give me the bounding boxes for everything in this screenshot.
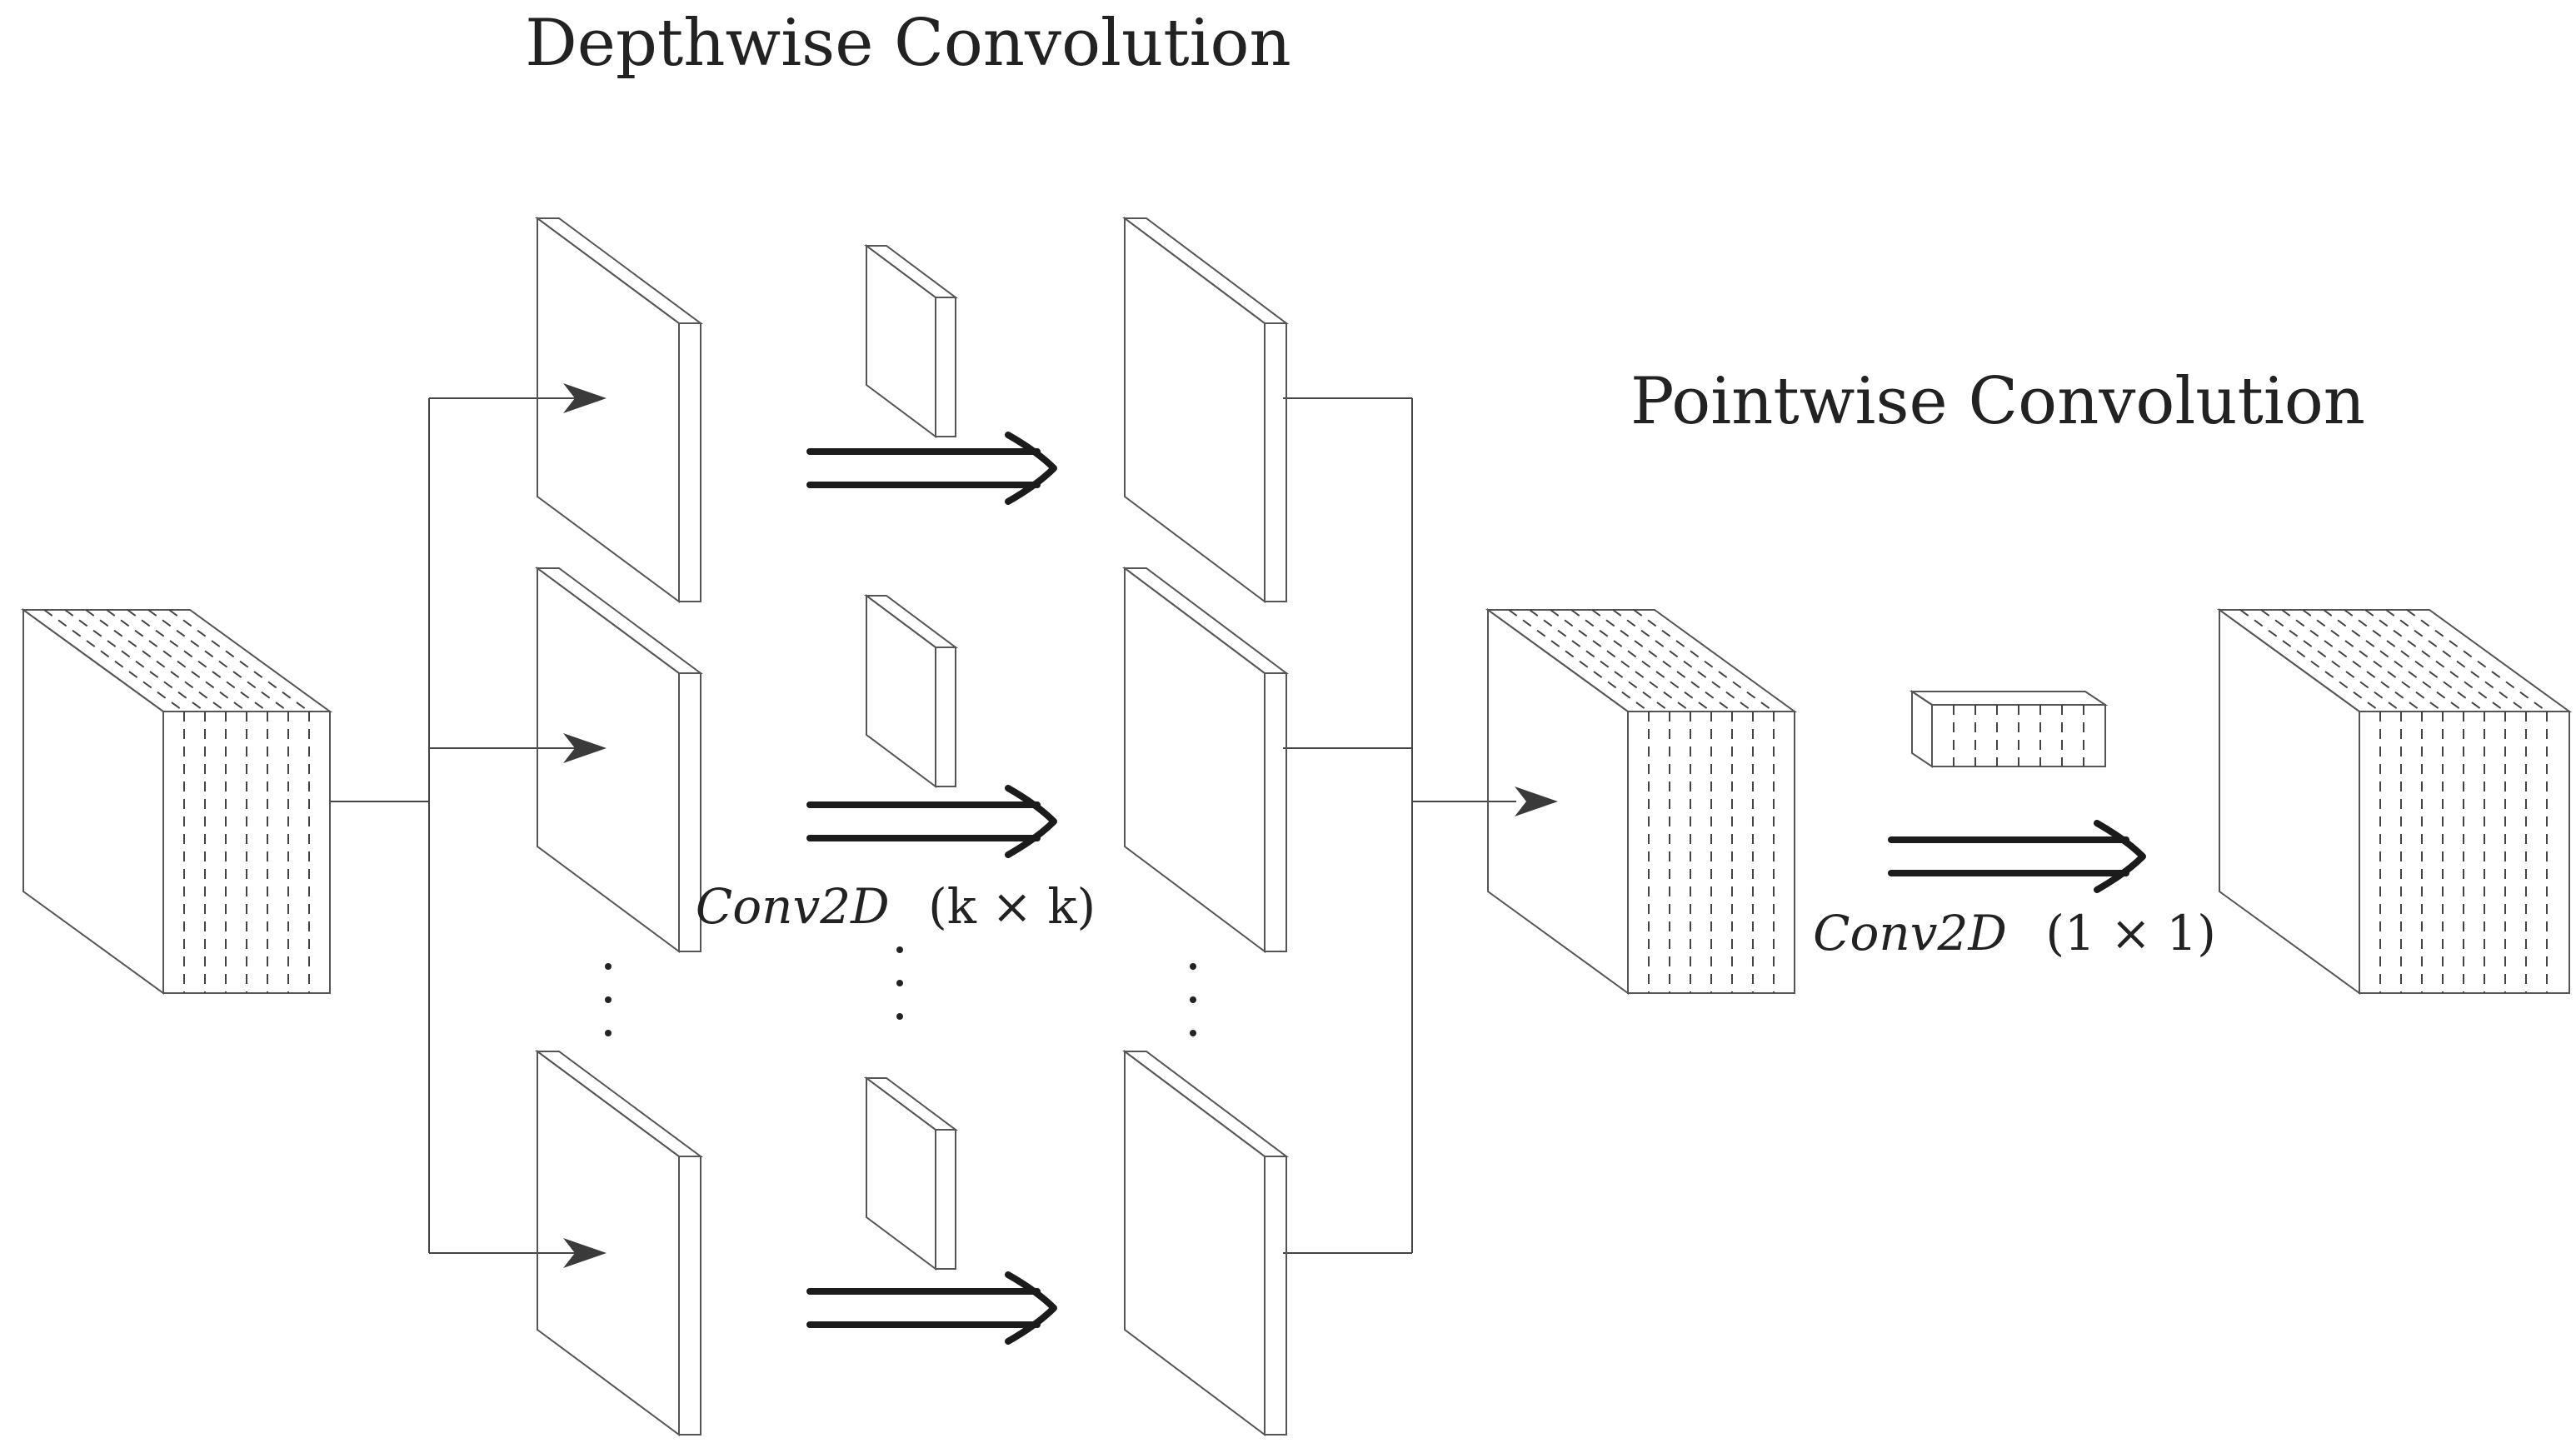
pointwise-kernel-channel-lines	[1953, 705, 2084, 766]
branch-1-input-slice	[534, 217, 704, 603]
output-tensor-channel-lines	[2239, 609, 2548, 993]
input-tensor	[20, 608, 333, 995]
kernels-ellipsis	[896, 946, 903, 1020]
branch-1-double-arrow	[806, 432, 1057, 505]
branch-2-double-arrow	[806, 785, 1057, 858]
pointwise-op-size: (1 × 1)	[2045, 905, 2216, 961]
branch-1-kernel	[863, 244, 959, 438]
merge-connector	[1283, 397, 1516, 1254]
concat-arrow-head	[1515, 786, 1558, 816]
output-maps-ellipsis	[1190, 963, 1196, 1036]
branch-1-output-map	[1122, 217, 1289, 603]
branch-2-input-slice	[534, 567, 704, 953]
pointwise-double-arrow	[1888, 820, 2146, 893]
output-tensor-front-face	[2219, 608, 2360, 995]
branch-3-kernel	[863, 1076, 959, 1271]
branch-2-output-map	[1122, 567, 1289, 953]
pointwise-title: Pointwise Convolution	[1630, 364, 2365, 439]
input-tensor-front-face	[22, 608, 164, 995]
branch-3-input-slice	[534, 1050, 704, 1436]
pointwise-op-name: Conv2D	[1813, 905, 2007, 961]
branch-2-arrow-head	[563, 733, 607, 763]
branch-1-arrow-head	[563, 383, 607, 413]
depthwise-op-size: (k × k)	[928, 878, 1096, 935]
branch-3-output-map	[1122, 1050, 1289, 1436]
input-slices-ellipsis	[605, 963, 612, 1036]
input-tensor-channel-lines	[43, 609, 310, 993]
concatenated-tensor	[1485, 608, 1798, 995]
depthwise-title: Depthwise Convolution	[525, 6, 1290, 81]
input-tensor-top-face	[20, 609, 333, 712]
pointwise-kernel	[1909, 690, 2109, 768]
concatenated-tensor-channel-lines	[1508, 609, 1775, 993]
branch-2-kernel	[863, 594, 959, 788]
depthwise-op-name: Conv2D	[696, 878, 890, 935]
concatenated-tensor-top-face	[1485, 609, 1798, 712]
output-tensor	[2216, 608, 2573, 995]
branch-3-arrow-head	[563, 1238, 607, 1268]
output-tensor-top-face	[2216, 609, 2573, 712]
pointwise-operation-label: Conv2D (1 × 1)	[1813, 905, 2216, 961]
branch-3-double-arrow	[806, 1271, 1057, 1345]
depthwise-operation-label: Conv2D (k × k)	[696, 878, 1096, 935]
split-connector	[330, 397, 575, 1254]
